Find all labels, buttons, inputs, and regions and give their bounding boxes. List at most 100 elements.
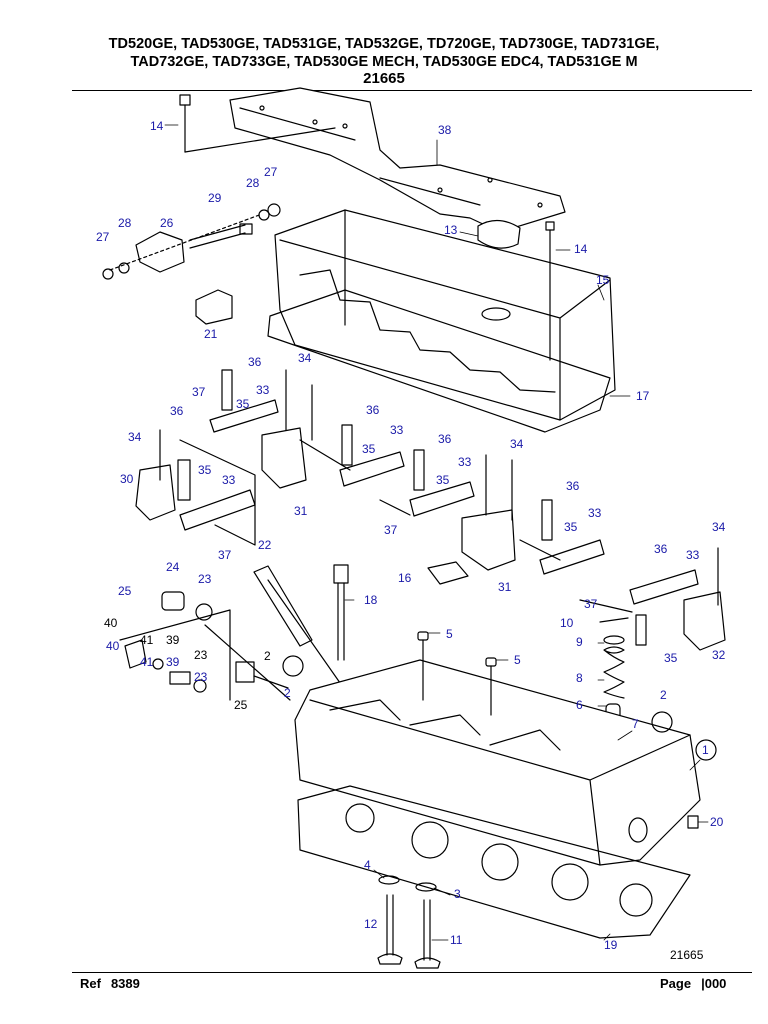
footer-divider (72, 972, 752, 973)
callout-12: 12 (364, 917, 378, 931)
models-line-1: TD520GE, TAD530GE, TAD531GE, TAD532GE, T… (108, 36, 660, 52)
callout-33: 33 (588, 506, 602, 520)
heat-shield-bracket (229, 87, 566, 233)
injector-and-sensors (119, 565, 346, 701)
callout-34: 34 (712, 520, 726, 534)
callout-15: 15 (596, 273, 610, 287)
callout-5: 5 (514, 653, 521, 667)
callout-39: 39 (166, 655, 180, 669)
callout-23: 23 (198, 572, 212, 586)
callout-33: 33 (390, 423, 404, 437)
callout-29: 29 (208, 191, 222, 205)
callout-33: 33 (256, 383, 270, 397)
callout-16: 16 (398, 571, 412, 585)
callout-1: 1 (702, 743, 709, 757)
valve-cover-15 (274, 209, 616, 421)
ref-label: Ref (80, 976, 101, 991)
callout-37: 37 (218, 548, 232, 562)
callout-31: 31 (498, 580, 512, 594)
gasket-piece-21 (195, 289, 233, 325)
callout-40: 40 (104, 616, 118, 630)
callout-28: 28 (118, 216, 132, 230)
ref-info: Ref 8389 (80, 976, 150, 991)
callout-4: 4 (364, 858, 371, 872)
callout-14: 14 (574, 242, 588, 256)
callout-9: 9 (576, 635, 583, 649)
callout-35: 35 (664, 651, 678, 665)
callout-22: 22 (258, 538, 272, 552)
callout-38: 38 (438, 123, 452, 137)
callout-31: 31 (294, 504, 308, 518)
callout-13: 13 (444, 223, 458, 237)
callout-36: 36 (566, 479, 580, 493)
callout-26: 26 (160, 216, 174, 230)
callout-23: 23 (194, 670, 208, 684)
callout-34: 34 (298, 351, 312, 365)
callout-23: 23 (194, 648, 208, 662)
callouts: 14 38 28 27 29 26 28 27 13 14 15 21 36 3… (96, 119, 726, 962)
callout-21: 21 (204, 327, 218, 341)
valves (377, 875, 441, 969)
callout-35: 35 (436, 473, 450, 487)
diagram-number: 21665 (363, 70, 405, 87)
item-1-marker (695, 739, 717, 761)
callout-7: 7 (632, 717, 639, 731)
rocker-arm-assemblies (135, 369, 726, 651)
bolt-18 (333, 564, 349, 661)
callout-36: 36 (248, 355, 262, 369)
callout-6: 6 (576, 698, 583, 712)
callout-41: 41 (140, 633, 154, 647)
callout-2: 2 (264, 649, 271, 663)
leader-lines (164, 124, 709, 941)
callout-36: 36 (438, 432, 452, 446)
callout-36: 36 (654, 542, 668, 556)
callout-32: 32 (712, 648, 726, 662)
header-divider (72, 90, 752, 91)
callout-35: 35 (362, 442, 376, 456)
callout-10: 10 (560, 616, 574, 630)
callout-33: 33 (686, 548, 700, 562)
callout-25: 25 (234, 698, 248, 712)
callout-20: 20 (710, 815, 724, 829)
diagram-id-label: 21665 (670, 948, 704, 962)
callout-2: 2 (284, 686, 291, 700)
valve-cover-gasket-17 (267, 289, 611, 433)
page-value: |000 (701, 976, 727, 991)
bolt-14-right (545, 221, 555, 361)
callout-35: 35 (198, 463, 212, 477)
callout-27: 27 (264, 165, 278, 179)
callout-34: 34 (510, 437, 524, 451)
callout-24: 24 (166, 560, 180, 574)
callout-30: 30 (120, 472, 134, 486)
cylinder-head-1 (294, 631, 701, 866)
callout-8: 8 (576, 671, 583, 685)
breather-assembly (102, 203, 281, 280)
callout-3: 3 (454, 887, 461, 901)
callout-37: 37 (384, 523, 398, 537)
callout-36: 36 (170, 404, 184, 418)
callout-28: 28 (246, 176, 260, 190)
callout-33: 33 (222, 473, 236, 487)
callout-14: 14 (150, 119, 164, 133)
callout-25: 25 (118, 584, 132, 598)
callout-17: 17 (636, 389, 650, 403)
page-info: Page|000 (660, 976, 736, 991)
callout-35: 35 (564, 520, 578, 534)
head-gasket-19 (297, 785, 691, 939)
callout-37: 37 (584, 597, 598, 611)
callout-19: 19 (604, 938, 618, 952)
callout-39: 39 (166, 633, 180, 647)
callout-18: 18 (364, 593, 378, 607)
models-line-2: TAD732GE, TAD733GE, TAD530GE MECH, TAD53… (130, 54, 638, 70)
callout-34: 34 (128, 430, 142, 444)
bolt-14 (179, 94, 336, 153)
callout-41: 41 (140, 655, 154, 669)
callout-11: 11 (450, 933, 463, 947)
callout-37: 37 (192, 385, 206, 399)
callout-36: 36 (366, 403, 380, 417)
callout-33: 33 (458, 455, 472, 469)
callout-35: 35 (236, 397, 250, 411)
ref-value: 8389 (110, 976, 140, 991)
callout-5: 5 (446, 627, 453, 641)
